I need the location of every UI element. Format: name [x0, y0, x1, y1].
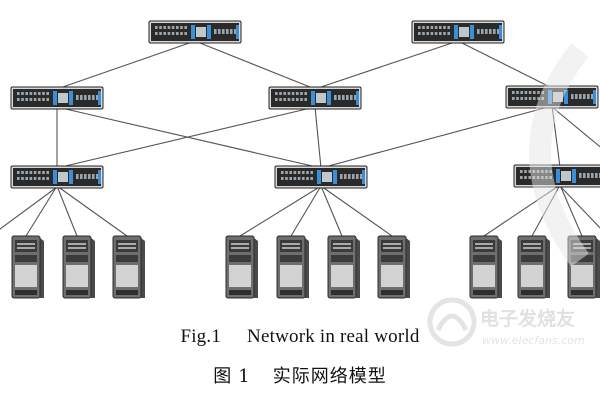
server-srv-3	[112, 235, 145, 299]
figure-number: Fig.1	[180, 326, 222, 347]
watermark-logo-text: 电子发烧友	[480, 308, 576, 330]
switch-agg-1	[10, 86, 104, 110]
switch-core-2	[411, 20, 505, 44]
server-srv-6	[327, 235, 360, 299]
link-agg-2-to-edge-1	[56, 106, 316, 169]
server-srv-8	[469, 235, 502, 299]
watermark-logo-icon	[427, 297, 477, 347]
switch-edge-2	[274, 165, 368, 189]
server-srv-4	[225, 235, 258, 299]
link-edge-1-to-srv-1	[25, 185, 58, 237]
figure-title-zh: 实际网络模型	[272, 366, 387, 387]
offscreen-link	[551, 106, 600, 148]
server-srv-1	[11, 235, 44, 299]
figure-prefix-zh: 图	[213, 366, 233, 387]
caption-english: Fig.1 Network in real world	[0, 326, 600, 348]
server-srv-5	[276, 235, 309, 299]
watermark-arc	[529, 43, 589, 267]
link-edge-2-to-srv-4	[239, 185, 322, 237]
link-agg-1-to-edge-2	[56, 106, 322, 169]
link-core-1-to-agg-1	[56, 40, 196, 90]
link-edge-2-to-srv-5	[290, 185, 322, 237]
switch-edge-1	[10, 165, 104, 189]
server-srv-9	[517, 235, 550, 299]
switch-core-1	[148, 20, 242, 44]
server-srv-2	[62, 235, 95, 299]
figure-number-zh: 1	[238, 366, 251, 387]
watermark: 电子发烧友 www.elecfans.com	[422, 266, 592, 376]
server-srv-7	[377, 235, 410, 299]
link-edge-2-to-srv-6	[320, 185, 343, 237]
link-core-1-to-agg-2	[194, 40, 316, 90]
watermark-url: www.elecfans.com	[482, 334, 585, 347]
link-core-2-to-agg-3	[457, 40, 553, 89]
dangling-link-layer	[0, 106, 600, 230]
link-agg-3-to-edge-2	[320, 105, 553, 169]
link-core-2-to-agg-2	[314, 40, 459, 90]
offscreen-link	[0, 186, 58, 230]
offscreen-link	[559, 185, 600, 229]
link-edge-3-to-srv-10	[559, 184, 583, 237]
switch-agg-2	[268, 86, 362, 110]
link-edge-1-to-srv-2	[56, 185, 78, 237]
link-edge-1-to-srv-3	[56, 185, 128, 237]
link-agg-2-to-edge-2	[314, 106, 322, 169]
link-edge-2-to-srv-7	[320, 185, 393, 237]
link-layer	[25, 40, 583, 237]
figure-title: Network in real world	[247, 326, 420, 347]
